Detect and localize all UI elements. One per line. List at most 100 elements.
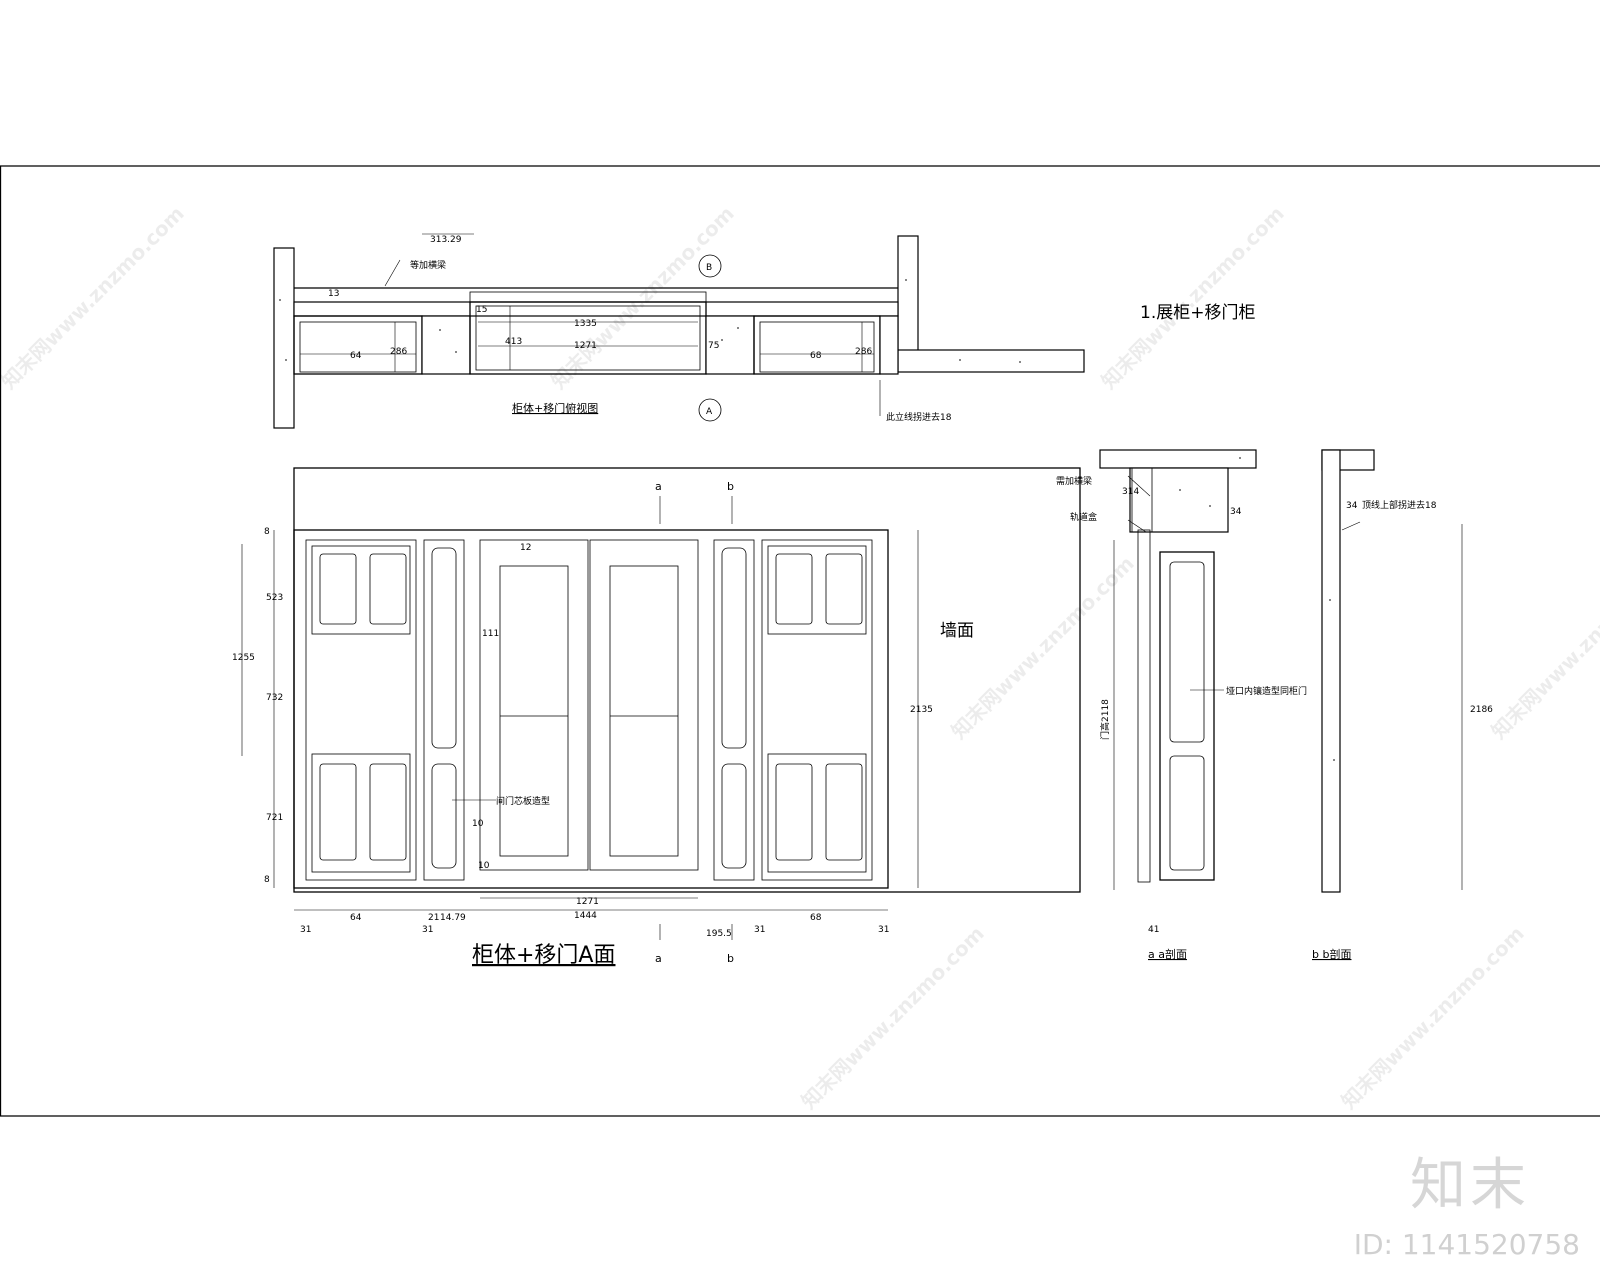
sec-a-label-door-height: 门高2118 [1099,699,1111,740]
watermark-5: 知末网www.znzmo.com [1487,551,1600,743]
elev-right-upper-panel-2 [825,553,863,625]
section-b: 顶线上部拐进去18 34 2186 b b剖面 [1312,449,1493,961]
plan-dim-313: 313.29 [430,235,462,245]
plan-dim-1271: 1271 [574,341,597,351]
plan-leader-beam [384,259,401,287]
sec-a-title: a a剖面 [1148,947,1187,961]
sec-b-wall [1321,449,1341,893]
elevation-view: 8 523 1255 732 721 8 31 64 31 21 14.79 1… [232,467,1081,968]
sec-b-dim-34: 34 [1346,501,1358,511]
elev-left-upper-panel-2 [369,553,407,625]
elev-right-narrow-door [713,539,755,881]
plan-dim-68: 68 [810,351,822,361]
plan-left-cabinet [293,315,423,375]
elev-right-narrow-panel-2 [721,763,747,869]
sec-a-leader-track [1127,519,1147,533]
sec-a-panel-lower [1169,755,1205,871]
plan-dim-13: 13 [328,289,339,299]
elev-dim-732: 732 [266,693,283,703]
elev-dim-14-79: 14.79 [440,913,466,923]
sec-b-dim-2186: 2186 [1470,705,1493,715]
sec-b-label-edge: 顶线上部拐进去18 [1362,499,1437,511]
sheet-title: 1.展柜+移门柜 [1140,303,1255,323]
elev-cabinet-outline [293,529,889,889]
elev-dim-31-b: 31 [422,925,433,935]
elev-right-lower-panel-1 [775,763,813,861]
elev-left-narrow-panel-2 [431,763,457,869]
elev-dim-21: 21 [428,913,439,923]
elev-slide-door-1-glass [499,565,569,857]
elev-dim-31-c: 31 [754,925,765,935]
elev-dim-8-bottom: 8 [264,875,270,885]
plan-dim-413: 413 [505,337,522,347]
plan-right-floor-wall [897,349,1085,373]
elev-dim-8-top: 8 [264,527,270,537]
plan-dim-1335: 1335 [574,319,597,329]
sec-a-dim-41: 41 [1148,925,1159,935]
sec-a-beam-block [1129,467,1229,533]
sec-a-panel-upper [1169,561,1205,743]
elev-left-lower-panel-1 [319,763,357,861]
elev-section-a-top: a [655,480,662,493]
plan-right-pillar [705,315,755,375]
elev-section-a-bottom: a [655,952,662,965]
plan-dim-64: 64 [350,351,362,361]
elev-slide-door-2-glass [609,565,679,857]
sec-b-leader-edge [1341,521,1361,531]
plan-label-beam: 等加横梁 [410,259,446,271]
elev-dim-1271: 1271 [576,897,599,907]
elev-right-cabinet [761,539,873,881]
elev-dim-111: 111 [482,629,499,639]
plan-right-end [879,315,899,375]
plan-left-wall [273,247,295,429]
elev-dim-10-a: 10 [472,819,484,829]
plan-dim-286-l: 286 [390,347,407,357]
sec-a-label-beam: 需加横梁 [1056,475,1092,487]
elev-dim-10-b: 10 [478,861,490,871]
elev-dim-1255: 1255 [232,653,255,663]
plan-track [469,291,707,303]
plan-marker-b-circle [698,254,722,278]
elev-slide-door-1 [479,539,589,871]
sec-a-label-track: 轨道盒 [1070,511,1097,523]
sec-a-dim-314: 314 [1122,487,1139,497]
plan-right-wall [897,235,919,365]
sec-b-title: b b剖面 [1312,947,1351,961]
elev-slide-door-2 [589,539,699,871]
elev-dim-31-a: 31 [300,925,311,935]
elev-right-narrow-panel-1 [721,547,747,749]
plan-label-edge: 此立线拐进去18 [886,411,952,423]
elev-dim-523: 523 [266,593,283,603]
watermark-6: 知末网www.znzmo.com [797,921,989,1113]
brand-logo: 知末 [1410,1153,1530,1218]
plan-middle-inner [475,305,701,371]
plan-marker-a-circle [698,398,722,422]
elev-left-lower-panel-2 [369,763,407,861]
plan-right-cabinet [753,315,881,375]
elev-dim-2135: 2135 [910,705,933,715]
watermark-1: 知末网www.znzmo.com [0,201,189,393]
elev-dim-721: 721 [266,813,283,823]
sec-a-leader-beam [1127,475,1151,497]
elev-left-upper-panel-1 [319,553,357,625]
sec-a-beam-hatch [1131,467,1153,533]
plan-marker-b: B [706,263,712,273]
elev-note-core: 间门芯板造型 [496,795,550,807]
brand-id: ID: 1141520758 [1353,1228,1580,1261]
elev-section-b-top: b [727,480,734,493]
watermark-7: 知末网www.znzmo.com [1337,921,1529,1113]
elev-wall-outline [293,467,1081,893]
watermark-3: 知末网www.znzmo.com [1097,201,1289,393]
elev-dim-1444: 1444 [574,911,597,921]
section-a: 需加横梁 轨道盒 门高2118 垭口内镶造型同柜门 314 34 41 a a剖… [1056,449,1307,961]
elev-dim-12: 12 [520,543,531,553]
elev-right-upper-panel-1 [775,553,813,625]
plan-view: 313.29 15 13 1335 1271 413 64 286 68 286… [273,233,1085,429]
elev-dim-64: 64 [350,913,362,923]
elev-left-lower-doors [311,753,411,873]
elev-dim-31-d: 31 [878,925,889,935]
plan-left-pillar [421,315,471,375]
plan-wall-slab [293,301,899,317]
sec-a-ceiling [1099,449,1257,469]
sec-a-dim-34: 34 [1230,507,1242,517]
